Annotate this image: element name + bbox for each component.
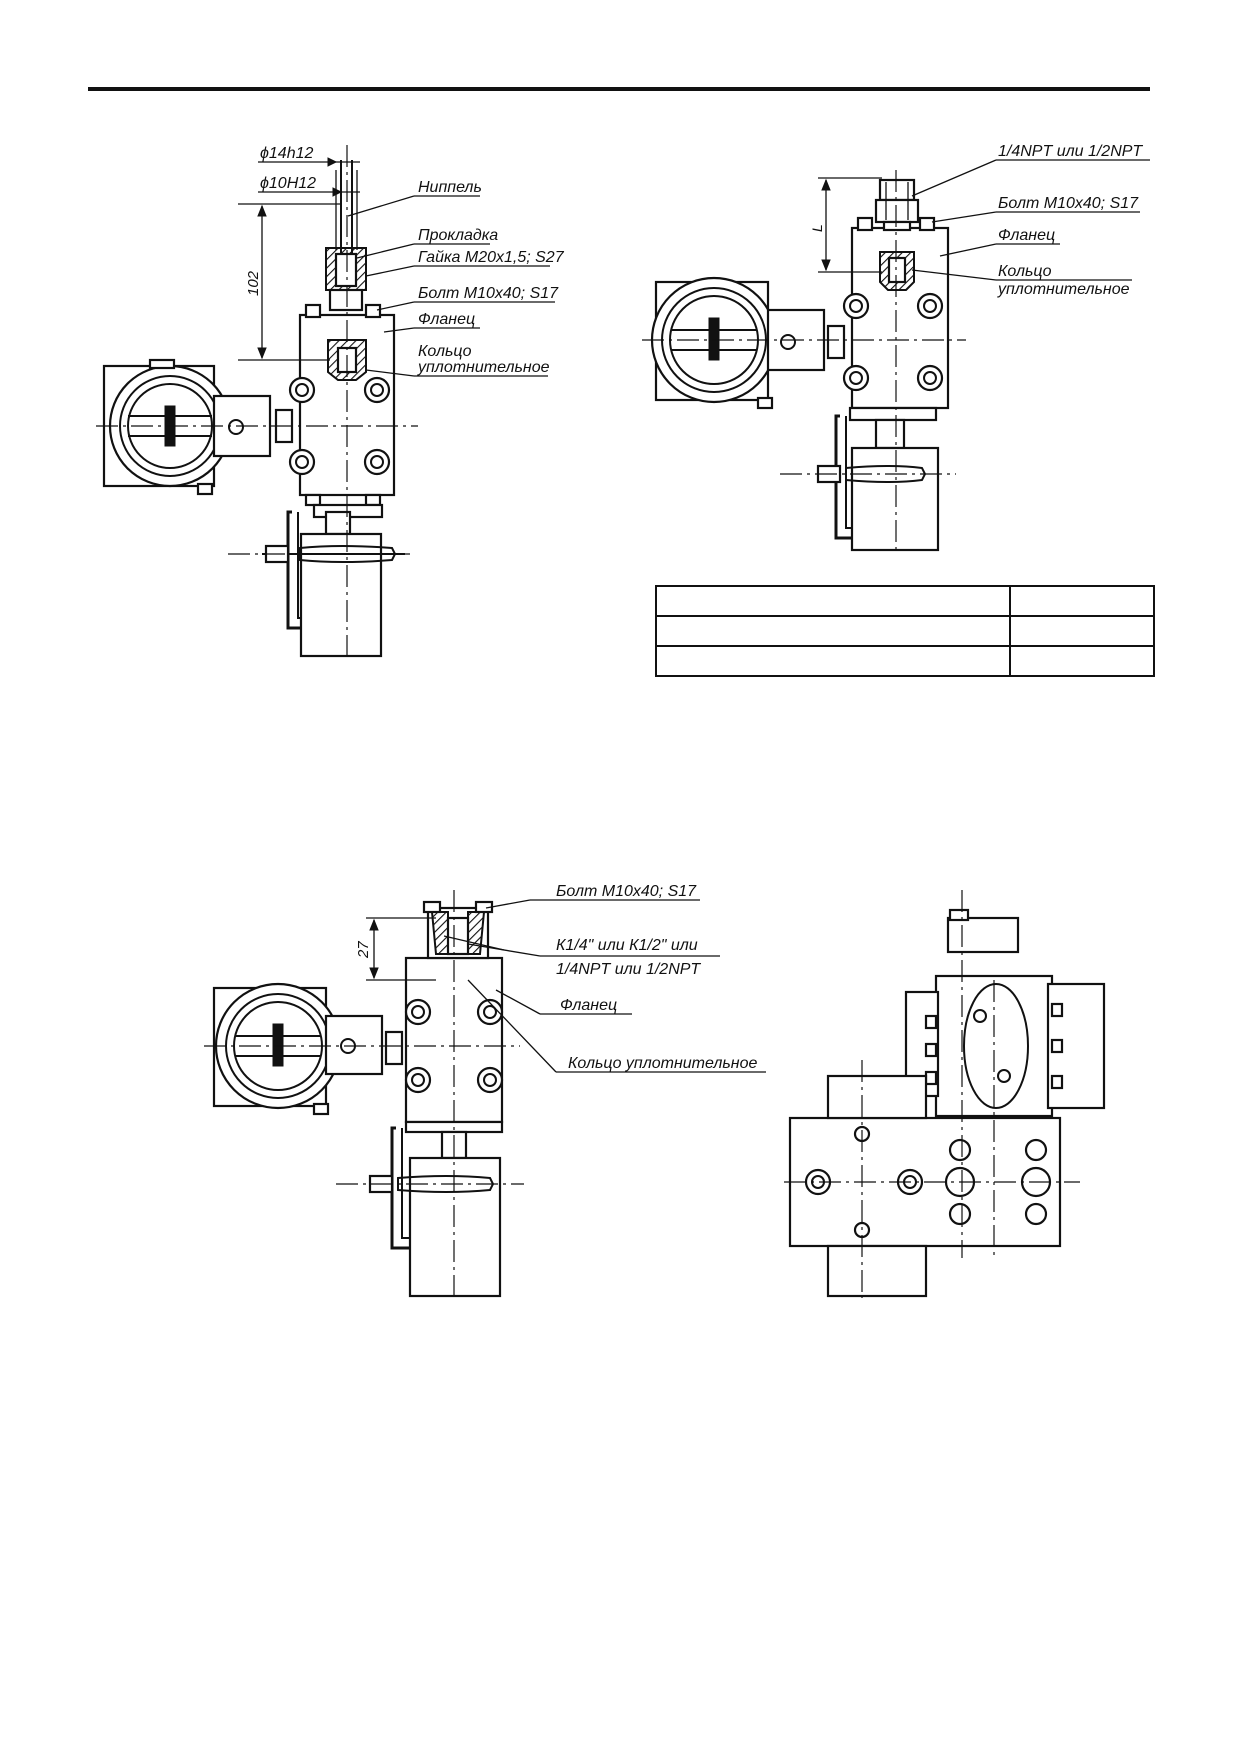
label-dia-outer: ϕ14h12 [260,145,313,162]
dimension-lines [366,917,436,981]
figure-bottom-left: Болт М10х40; S17 К1/4" или К1/2" или 1/4… [204,883,766,1298]
label-bolt: Болт М10х40; S17 [556,883,697,900]
label-ring-1: Кольцо [418,343,472,360]
mounting-bracket [816,406,940,552]
mounting-bracket [368,1120,504,1298]
electronics-housing [102,358,294,496]
leader-lines [911,159,1150,281]
flange-bolts [288,303,391,507]
label-bolt: Болт М10х40; S17 [998,195,1139,212]
figure-top-left: ϕ14h12 ϕ10H12 Ниппель Прокладка Гайка М2… [96,145,565,658]
mounting-bracket [262,503,405,658]
label-nipple: Ниппель [418,179,482,196]
leader-lines [347,195,555,377]
leader-lines [467,899,766,1073]
label-dia-inner: ϕ10H12 [260,175,316,192]
label-thread-2: 1/4NPT или 1/2NPT [556,961,701,978]
label-length-l: L [809,224,825,232]
flange-bolts [404,998,504,1094]
label-gasket: Прокладка [418,227,498,244]
label-ring: Кольцо уплотнительное [568,1055,758,1072]
flange-bolts [842,216,944,392]
label-nut: Гайка М20х1,5; S27 [418,249,565,266]
label-thread: 1/4NPT или 1/2NPT [998,143,1143,160]
electronics-housing [650,276,846,410]
label-flange: Фланец [418,311,475,328]
figure-top-right: 1/4NPT или 1/2NPT Болт М10х40; S17 Флане… [642,143,1155,677]
dimension-lines [818,177,882,273]
nipple-assembly [325,160,367,312]
label-thread-1: К1/4" или К1/2" или [556,937,698,954]
label-ring-2: уплотнительное [417,359,550,376]
thread-adapter [422,900,505,960]
transmitter-side-view [904,908,1106,1118]
dimension-table [655,585,1155,677]
label-flange: Фланец [560,997,617,1014]
label-ring-1: Кольцо [998,263,1052,280]
label-bolt: Болт М10х40; S17 [418,285,559,302]
npt-fitting [874,178,920,232]
dimension-lines [238,157,360,361]
label-height-102: 102 [245,270,262,296]
electronics-housing [212,982,404,1116]
label-height-27: 27 [355,941,372,959]
label-flange: Фланец [998,227,1055,244]
figure-bottom-right [784,890,1106,1298]
label-ring-2: уплотнительное [997,281,1130,298]
